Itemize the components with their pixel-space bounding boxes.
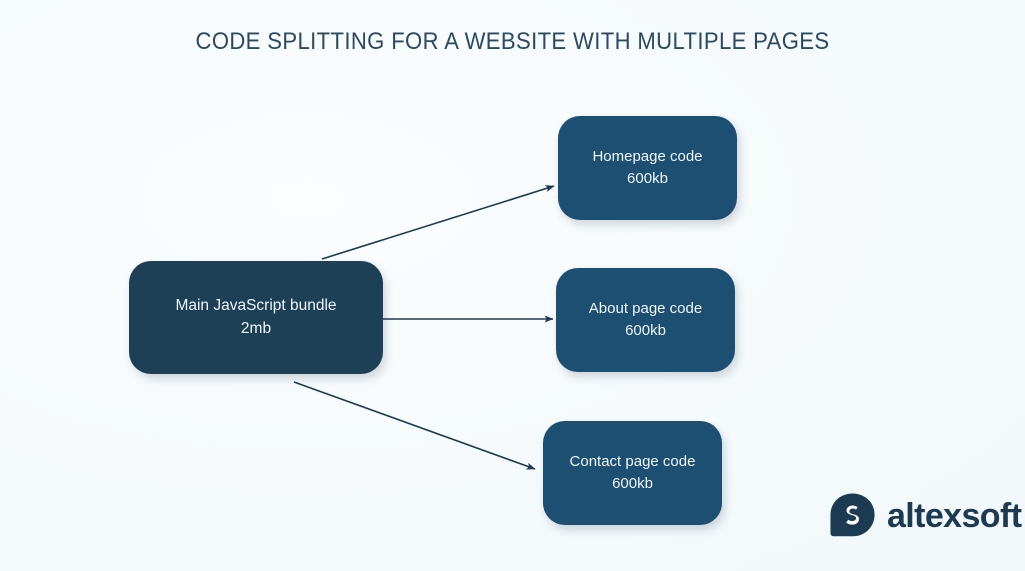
node-contact-page-code: Contact page code 600kb [543,421,722,525]
node-about-size: 600kb [625,322,666,339]
altexsoft-logo: altexsoft [829,492,1022,539]
node-contact-size: 600kb [612,475,653,492]
altexsoft-speech-bubble-icon [830,493,875,537]
node-homepage-code: Homepage code 600kb [558,116,737,220]
node-main-label: Main JavaScript bundle [175,297,337,315]
node-main-size: 2mb [240,319,272,337]
page-title: CODE SPLITTING FOR A WEBSITE WITH MULTIP… [195,28,830,55]
node-contact-label: Contact page code [569,453,696,471]
node-homepage-size: 600kb [627,170,668,187]
node-main-javascript-bundle: Main JavaScript bundle 2mb [129,261,383,374]
node-about-page-code: About page code 600kb [556,268,735,372]
altexsoft-logo-text: altexsoft [887,496,1022,535]
node-homepage-label: Homepage code [592,148,703,166]
arrow-to-contact-page [293,381,536,470]
node-about-label: About page code [588,300,703,318]
arrow-to-homepage [321,185,555,260]
